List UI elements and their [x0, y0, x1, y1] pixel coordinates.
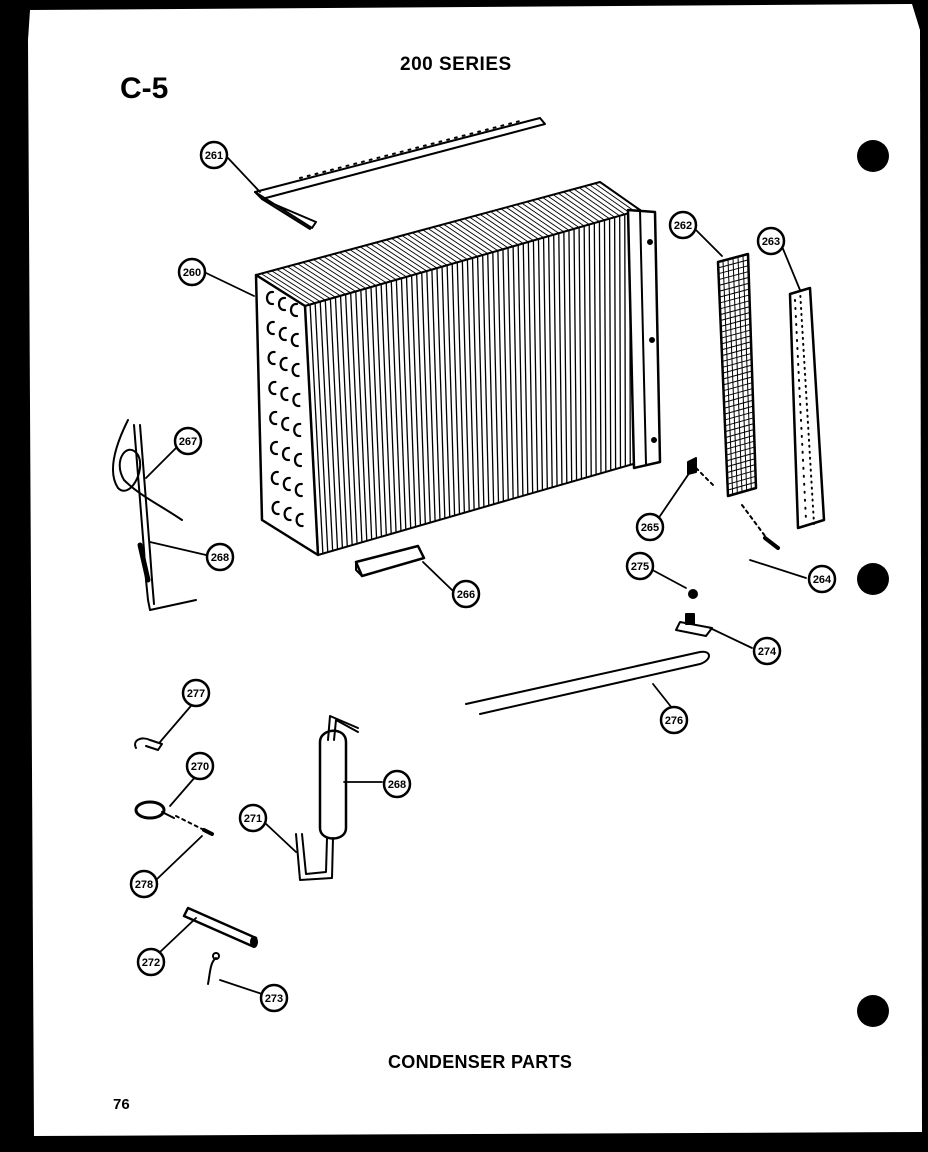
callout-label: 268 — [211, 552, 229, 564]
callout-label: 261 — [205, 150, 223, 162]
coil-fins — [255, 181, 641, 556]
callout-268: 268 — [205, 542, 235, 572]
callout-271: 271 — [238, 803, 268, 833]
capillary-tube-assembly — [112, 419, 197, 611]
coil-tube-bends — [265, 290, 304, 528]
callout-label: 270 — [191, 761, 209, 773]
nut-part — [688, 589, 698, 599]
callout-label: 273 — [265, 993, 283, 1005]
condenser-coil-part — [254, 181, 662, 557]
bracket-part — [675, 613, 713, 637]
clip-part — [687, 457, 715, 487]
strap-part — [134, 800, 214, 836]
callout-layer: 260 261 262 263 264 265 266 267 268 268 270 271 272 2… — [129, 140, 837, 1013]
spacer-block-part — [354, 544, 426, 578]
callout-270: 270 — [185, 751, 215, 781]
callout-label: 266 — [457, 589, 475, 601]
page-number: 76 — [113, 1096, 130, 1113]
callout-label: 278 — [135, 879, 153, 891]
ring-clip-part — [207, 952, 220, 985]
callout-label: 265 — [641, 522, 659, 534]
callout-268: 268 — [382, 769, 412, 799]
callout-label: 262 — [674, 220, 692, 232]
callout-276: 276 — [659, 705, 689, 735]
foam-strip-part — [788, 286, 826, 530]
clamp-part — [134, 737, 163, 751]
binder-hole-top — [857, 140, 889, 172]
callout-label: 260 — [183, 267, 201, 279]
callout-label: 276 — [665, 715, 683, 727]
callout-266: 266 — [451, 579, 481, 609]
series-title: 200 SERIES — [400, 54, 512, 75]
callout-label: 277 — [187, 688, 205, 700]
callout-264: 264 — [807, 564, 837, 594]
callout-265: 265 — [635, 512, 665, 542]
accumulator-part — [295, 715, 359, 881]
callout-263: 263 — [756, 226, 786, 256]
callout-label: 263 — [762, 236, 780, 248]
binder-hole-middle — [857, 563, 889, 595]
callout-275: 275 — [625, 551, 655, 581]
callout-260: 260 — [177, 257, 207, 287]
callout-273: 273 — [259, 983, 289, 1013]
callout-label: 271 — [244, 813, 262, 825]
callout-262: 262 — [668, 210, 698, 240]
tube-part — [182, 906, 258, 948]
mesh-screen-part — [716, 252, 758, 498]
callout-label: 272 — [142, 957, 160, 969]
callout-278: 278 — [129, 869, 159, 899]
paper-page — [28, 4, 922, 1136]
callout-label: 268 — [388, 779, 406, 791]
mounting-rail-part — [254, 117, 546, 230]
binder-hole-bottom — [857, 995, 889, 1027]
callout-267: 267 — [173, 426, 203, 456]
page-code: C-5 — [120, 72, 169, 105]
callout-274: 274 — [752, 636, 782, 666]
callout-label: 267 — [179, 436, 197, 448]
callout-261: 261 — [199, 140, 229, 170]
drain-heater-part — [465, 650, 710, 715]
callout-label: 274 — [758, 646, 777, 658]
callout-277: 277 — [181, 678, 211, 708]
screw-part — [741, 504, 780, 550]
callout-272: 272 — [136, 947, 166, 977]
callout-label: 275 — [631, 561, 649, 573]
callout-label: 264 — [813, 574, 832, 586]
diagram-caption: CONDENSER PARTS — [388, 1052, 573, 1072]
